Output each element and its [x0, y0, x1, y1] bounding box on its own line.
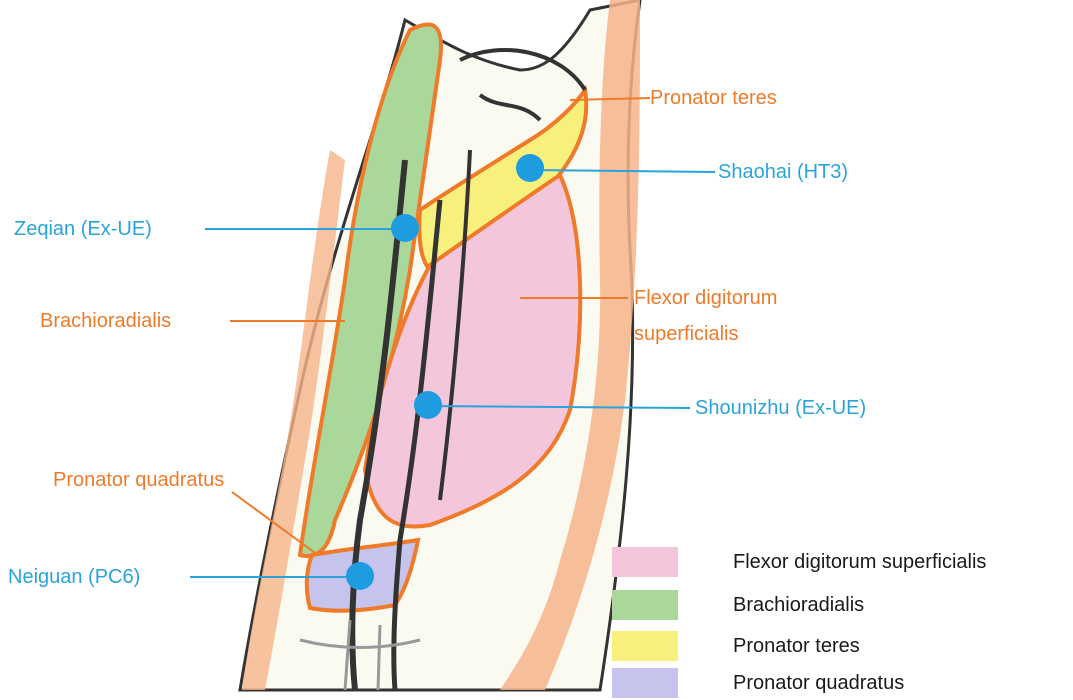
acupoint-shounizhu	[414, 391, 442, 419]
label-pronator-quadratus: Pronator quadratus	[53, 468, 224, 492]
label-neiguan: Neiguan (PC6)	[8, 565, 140, 589]
legend-label-pronator-teres: Pronator teres	[733, 634, 860, 658]
acupoint-shaohai	[516, 154, 544, 182]
legend-swatch-pronator-teres	[612, 631, 678, 661]
legend-label-flexor: Flexor digitorum superficialis	[733, 550, 986, 574]
label-shaohai: Shaohai (HT3)	[718, 160, 848, 184]
label-zeqian: Zeqian (Ex-UE)	[14, 217, 152, 241]
legend-swatch-pronator-quadratus	[612, 668, 678, 698]
acupoint-zeqian	[391, 214, 419, 242]
label-flexor-line1: Flexor digitorum	[634, 286, 777, 310]
label-brachioradialis: Brachioradialis	[40, 309, 171, 333]
label-shounizhu: Shounizhu (Ex-UE)	[695, 396, 866, 420]
label-pronator-teres: Pronator teres	[650, 86, 777, 110]
legend-label-pronator-quadratus: Pronator quadratus	[733, 671, 904, 695]
legend-swatch-brachioradialis	[612, 590, 678, 620]
acupoint-neiguan	[346, 562, 374, 590]
legend-label-brachioradialis: Brachioradialis	[733, 593, 864, 617]
legend-swatch-flexor	[612, 547, 678, 577]
label-flexor-line2: superficialis	[634, 322, 738, 346]
